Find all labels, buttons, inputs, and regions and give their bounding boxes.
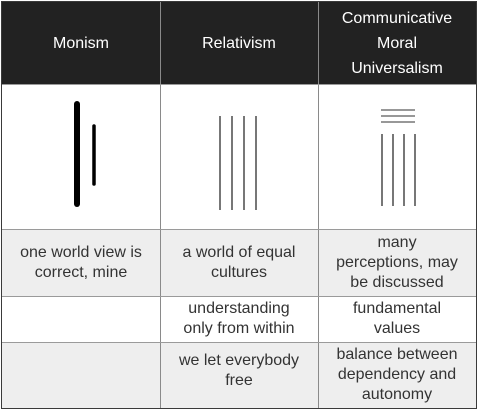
header-universalism-line-3: Universalism <box>351 59 443 77</box>
row-divider-header <box>2 84 476 85</box>
row-1-universalism-line-1: many <box>377 233 417 251</box>
header-monism: Monism <box>2 2 160 84</box>
header-relativism: Relativism <box>160 2 318 84</box>
row-3-relativism-line-1: we let everybody <box>178 352 300 369</box>
row-1-relativism: a world of equal cultures <box>160 229 318 296</box>
row-1-universalism: many perceptions, may be discussed <box>318 229 476 296</box>
row-3-universalism-line-1: balance between <box>336 346 458 363</box>
row-2-universalism-line-2: values <box>373 320 421 337</box>
row-3-universalism: balance between dependency and autonomy <box>318 342 476 408</box>
four-equal-lines-icon <box>219 116 257 210</box>
row-2-relativism: understanding only from within <box>160 296 318 342</box>
header-monism-label: Monism <box>52 34 109 52</box>
row-3-monism <box>2 342 160 408</box>
row-divider-2 <box>2 342 476 343</box>
row-2-universalism-line-1: fundamental <box>352 300 442 317</box>
icon-cell-universalism <box>318 84 476 229</box>
row-divider-icons <box>2 229 476 230</box>
row-3-universalism-line-2: dependency and <box>337 366 457 383</box>
row-1-relativism-line-2: cultures <box>210 263 268 281</box>
row-2-relativism-line-2: only from within <box>183 320 295 337</box>
row-2-relativism-line-1: understanding <box>188 300 290 317</box>
row-divider-1 <box>2 296 476 297</box>
row-3-relativism: we let everybody free <box>160 342 318 408</box>
row-1-universalism-line-2: perceptions, may <box>336 253 458 271</box>
header-universalism-line-1: Communicative <box>341 9 453 27</box>
row-1-monism: one world view is correct, mine <box>2 229 160 296</box>
header-universalism-line-2: Moral <box>376 34 417 52</box>
row-1-relativism-line-1: a world of equal <box>182 243 296 261</box>
row-1-monism-line-1: one world view is <box>20 243 142 261</box>
row-1-monism-line-2: correct, mine <box>34 263 128 281</box>
icon-cell-relativism <box>160 84 318 229</box>
column-divider-2 <box>318 2 319 408</box>
row-2-universalism: fundamental values <box>318 296 476 342</box>
icon-cell-monism <box>2 84 160 229</box>
two-vertical-bars-icon <box>74 101 96 207</box>
row-2-monism <box>2 296 160 342</box>
row-1-universalism-line-3: be discussed <box>350 273 444 291</box>
row-3-relativism-line-2: free <box>225 372 253 389</box>
header-communicative-moral-universalism: Communicative Moral Universalism <box>318 2 476 84</box>
column-divider-1 <box>160 2 161 408</box>
lines-with-horizontal-bars-icon <box>381 109 416 206</box>
row-3-universalism-line-3: autonomy <box>361 386 433 403</box>
header-relativism-label: Relativism <box>202 34 276 52</box>
